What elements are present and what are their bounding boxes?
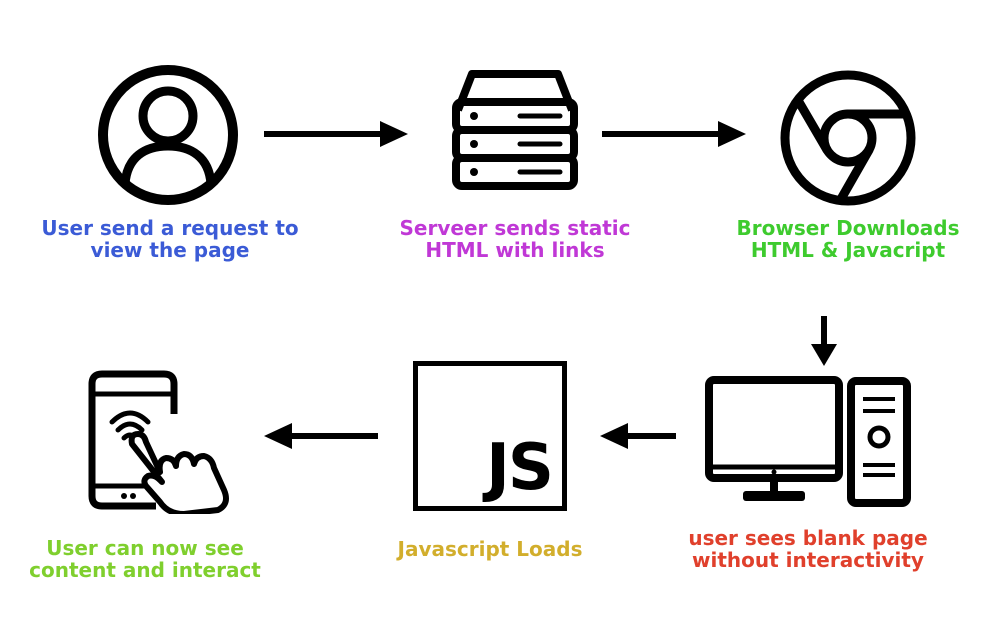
step-user-request-line2: view the page [90,238,250,262]
step-browser-label: Browser Downloads HTML & Javacript [708,217,988,261]
step-interact-label: User can now see content and interact [10,537,280,581]
step-server-label: Serveer sends static HTML with links [370,217,660,261]
arrow-down-icon [811,316,837,366]
step-server-line2: HTML with links [425,238,605,262]
step-blank-page-label: user sees blank page without interactivi… [668,527,948,571]
step-interact-line1: User can now see [46,536,244,560]
server-icon [452,70,578,190]
step-server-line1: Serveer sends static [399,216,631,240]
chrome-icon [780,70,916,206]
arrow-left-icon [600,423,676,449]
javascript-icon: JS [413,361,567,511]
arrow-right-icon [602,121,746,147]
step-browser-line1: Browser Downloads [736,216,960,240]
arrow-left-icon [264,423,378,449]
user-icon [98,65,238,205]
step-blank-page-line1: user sees blank page [688,526,928,550]
step-user-request-label: User send a request to view the page [20,217,320,261]
desktop-computer-icon [705,376,911,507]
touch-tablet-icon [88,370,229,514]
step-blank-page-line2: without interactivity [692,548,924,572]
step-browser-line2: HTML & Javacript [750,238,946,262]
step-interact-line2: content and interact [29,558,261,582]
step-user-request-line1: User send a request to [41,216,299,240]
step-javascript-loads-line1: Javascript Loads [397,537,583,561]
arrow-right-icon [264,121,408,147]
step-javascript-loads-label: Javascript Loads [360,538,620,560]
javascript-logo-text: JS [486,431,554,505]
